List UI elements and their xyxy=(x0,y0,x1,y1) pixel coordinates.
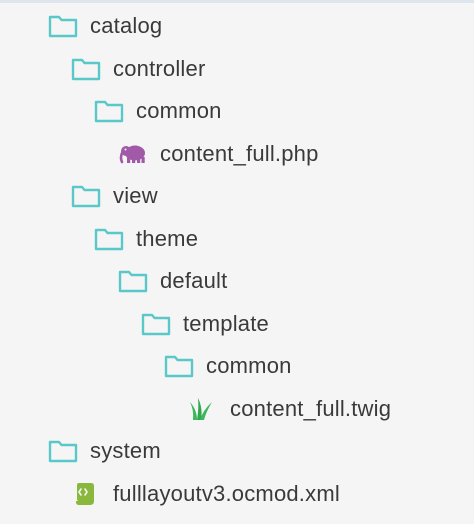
twig-icon xyxy=(188,396,218,422)
folder-icon xyxy=(118,268,148,294)
folder-icon xyxy=(94,226,124,252)
tree-item-label: system xyxy=(90,438,161,463)
top-border xyxy=(0,0,474,3)
tree-item-view-folder[interactable]: view xyxy=(71,178,158,214)
tree-item-system-folder[interactable]: system xyxy=(48,433,161,469)
tree-item-label: theme xyxy=(136,226,199,251)
tree-item-template-folder[interactable]: template xyxy=(141,306,269,342)
php-elephant-icon xyxy=(118,141,148,167)
tree-item-label: common xyxy=(136,98,222,123)
tree-item-label: common xyxy=(206,353,292,378)
tree-item-common-folder[interactable]: common xyxy=(94,93,222,129)
folder-icon xyxy=(94,98,124,124)
tree-item-common-template-folder[interactable]: common xyxy=(164,348,292,384)
tree-item-ocmod-xml[interactable]: fulllayoutv3.ocmod.xml xyxy=(71,476,340,512)
folder-icon xyxy=(164,353,194,379)
tree-item-label: controller xyxy=(113,56,206,81)
tree-item-label: content_full.twig xyxy=(230,396,392,421)
tree-item-label: default xyxy=(160,268,228,293)
tree-item-controller-folder[interactable]: controller xyxy=(71,51,205,87)
tree-item-label: catalog xyxy=(90,13,163,38)
tree-item-catalog-folder[interactable]: catalog xyxy=(48,8,162,44)
tree-item-label: view xyxy=(113,183,158,208)
xml-file-icon xyxy=(71,481,101,507)
folder-icon xyxy=(71,56,101,82)
folder-icon xyxy=(48,13,78,39)
folder-icon xyxy=(141,311,171,337)
tree-item-default-folder[interactable]: default xyxy=(118,263,227,299)
tree-item-label: fulllayoutv3.ocmod.xml xyxy=(113,481,340,506)
tree-item-label: template xyxy=(183,311,269,336)
tree-item-label: content_full.php xyxy=(160,141,319,166)
folder-icon xyxy=(48,438,78,464)
tree-item-theme-folder[interactable]: theme xyxy=(94,221,198,257)
folder-icon xyxy=(71,183,101,209)
tree-item-content-full-twig[interactable]: content_full.twig xyxy=(188,391,391,427)
tree-item-content-full-php[interactable]: content_full.php xyxy=(118,136,319,172)
